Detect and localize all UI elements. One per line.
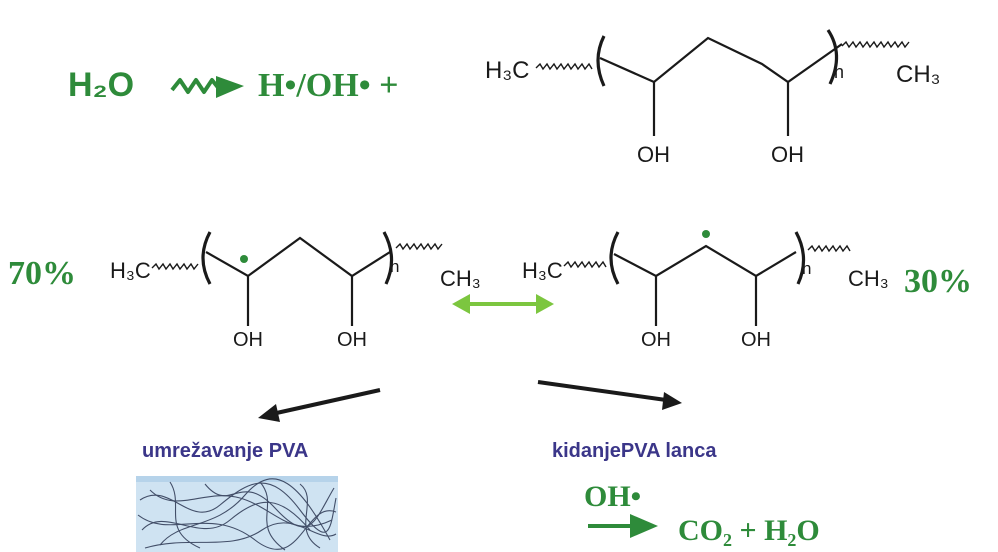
oxidant-radical: OH• (584, 480, 641, 513)
chain-scission-label: kidanjePVA lanca (552, 440, 717, 462)
methyl-right: CH₃ (848, 266, 889, 291)
wavy-bond-icon (395, 242, 443, 251)
hydroxyl-right: OH (741, 329, 771, 351)
paren-right (382, 231, 394, 285)
polymer-network-image (136, 476, 338, 552)
polymer-top: H₃C n CH₃ OH OH (485, 29, 940, 167)
methyl-left: H₃C (110, 258, 151, 283)
polymer-left: H₃C n CH₃ OH OH (110, 231, 481, 351)
wavy-bond-icon (807, 244, 851, 253)
paren-right (826, 29, 839, 85)
radical-dot-icon (702, 230, 710, 238)
oxidation-products: CO₂ + H₂O (678, 514, 820, 547)
subscript-n: n (834, 62, 844, 82)
wavy-bond-icon (841, 40, 910, 49)
reaction-arrow-icon (588, 514, 658, 538)
hydroxyl-left: OH (233, 329, 263, 351)
hydroxyl-left: OH (641, 329, 671, 351)
polymer-right: H₃C n CH₃ OH OH (522, 230, 889, 351)
crosslinking-label: umrežavanje PVA (142, 440, 308, 462)
hydroxyl-right: OH (337, 329, 367, 351)
wavy-bond-icon (151, 262, 199, 271)
radical-dot-icon (240, 255, 248, 263)
methyl-right: CH₃ (896, 61, 940, 88)
subscript-n: n (390, 257, 399, 276)
percent-right: 30% (904, 263, 972, 300)
reaction-arrow-icon (537, 380, 682, 410)
methyl-left: H₃C (485, 57, 529, 84)
hydroxyl-left: OH (637, 142, 670, 167)
resonance-arrow-icon (452, 294, 554, 314)
wavy-bond-icon (563, 260, 607, 269)
paren-left (596, 35, 606, 87)
reactant-water: H₂O (68, 66, 134, 104)
methyl-right: CH₃ (440, 266, 481, 291)
paren-left (201, 231, 212, 285)
reaction-arrow-icon (258, 388, 381, 422)
paren-right (794, 231, 806, 285)
wavy-bond-icon (535, 62, 593, 71)
paren-left (609, 231, 620, 285)
methyl-left: H₃C (522, 258, 563, 283)
wavy-arrow-icon (170, 76, 244, 98)
percent-left: 70% (8, 255, 76, 292)
radical-products: H•/OH• + (258, 67, 398, 104)
hydroxyl-right: OH (771, 142, 804, 167)
subscript-n: n (802, 259, 811, 278)
